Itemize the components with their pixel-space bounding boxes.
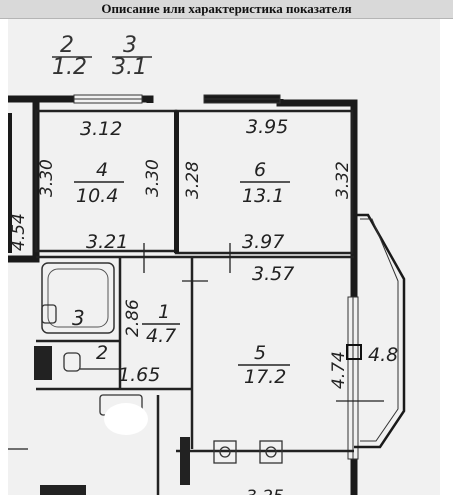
room6-top-dim: 3.95 [246, 116, 288, 138]
room1-side-dim: 2.86 [123, 299, 143, 337]
top-label-2-num: 2 [60, 33, 74, 58]
vent-grids [34, 346, 190, 495]
room5-number: 5 [254, 342, 266, 364]
room6-area: 13.1 [242, 185, 284, 207]
wall-fills [8, 111, 179, 253]
room2-number: 2 [96, 342, 108, 364]
windows [73, 94, 359, 460]
balcony-dim: 4.8 [368, 344, 398, 366]
room4-area: 10.4 [76, 185, 118, 207]
room4-bottom-dim: 3.21 [86, 231, 128, 253]
room3-number: 3 [72, 306, 85, 330]
walls [8, 95, 358, 495]
room5-area: 17.2 [244, 366, 286, 388]
header-title: Описание или характеристика показателя [101, 1, 352, 16]
left-outer-dim: 4.54 [9, 213, 29, 251]
stove [213, 440, 283, 464]
room4-number: 4 [96, 159, 108, 181]
balcony-door [346, 344, 362, 360]
room5-top-dim: 3.57 [252, 263, 294, 285]
room1-area: 4.7 [146, 325, 176, 347]
bottom-dim: 3.25 [246, 487, 284, 495]
top-label-3-area: 3.1 [112, 55, 147, 80]
room6-right-dim: 3.32 [333, 161, 353, 199]
dimension-lines [8, 243, 384, 450]
floor-plan-drawing: 2 1.2 3 3.1 3.12 4 10.4 3.21 3.30 3.30 3… [8, 33, 406, 495]
top-label-2-area: 1.2 [52, 55, 87, 80]
top-label-3-num: 3 [123, 33, 137, 58]
floor-plan: 2 1.2 3 3.1 3.12 4 10.4 3.21 3.30 3.30 3… [8, 19, 440, 495]
room6-number: 6 [254, 159, 266, 181]
table-header: Описание или характеристика показателя [0, 0, 453, 19]
bathtub [41, 262, 115, 334]
room1-number: 1 [158, 301, 170, 323]
room6-left-dim: 3.28 [183, 161, 203, 199]
room4-top-dim: 3.12 [80, 118, 122, 140]
balcony [354, 213, 406, 449]
room2-area: 1.65 [118, 364, 160, 386]
room5-side-dim: 4.74 [329, 351, 349, 389]
room4-right-dim: 3.30 [143, 159, 163, 197]
room6-bottom-dim: 3.97 [242, 231, 284, 253]
room4-left-dim: 3.30 [37, 159, 57, 197]
